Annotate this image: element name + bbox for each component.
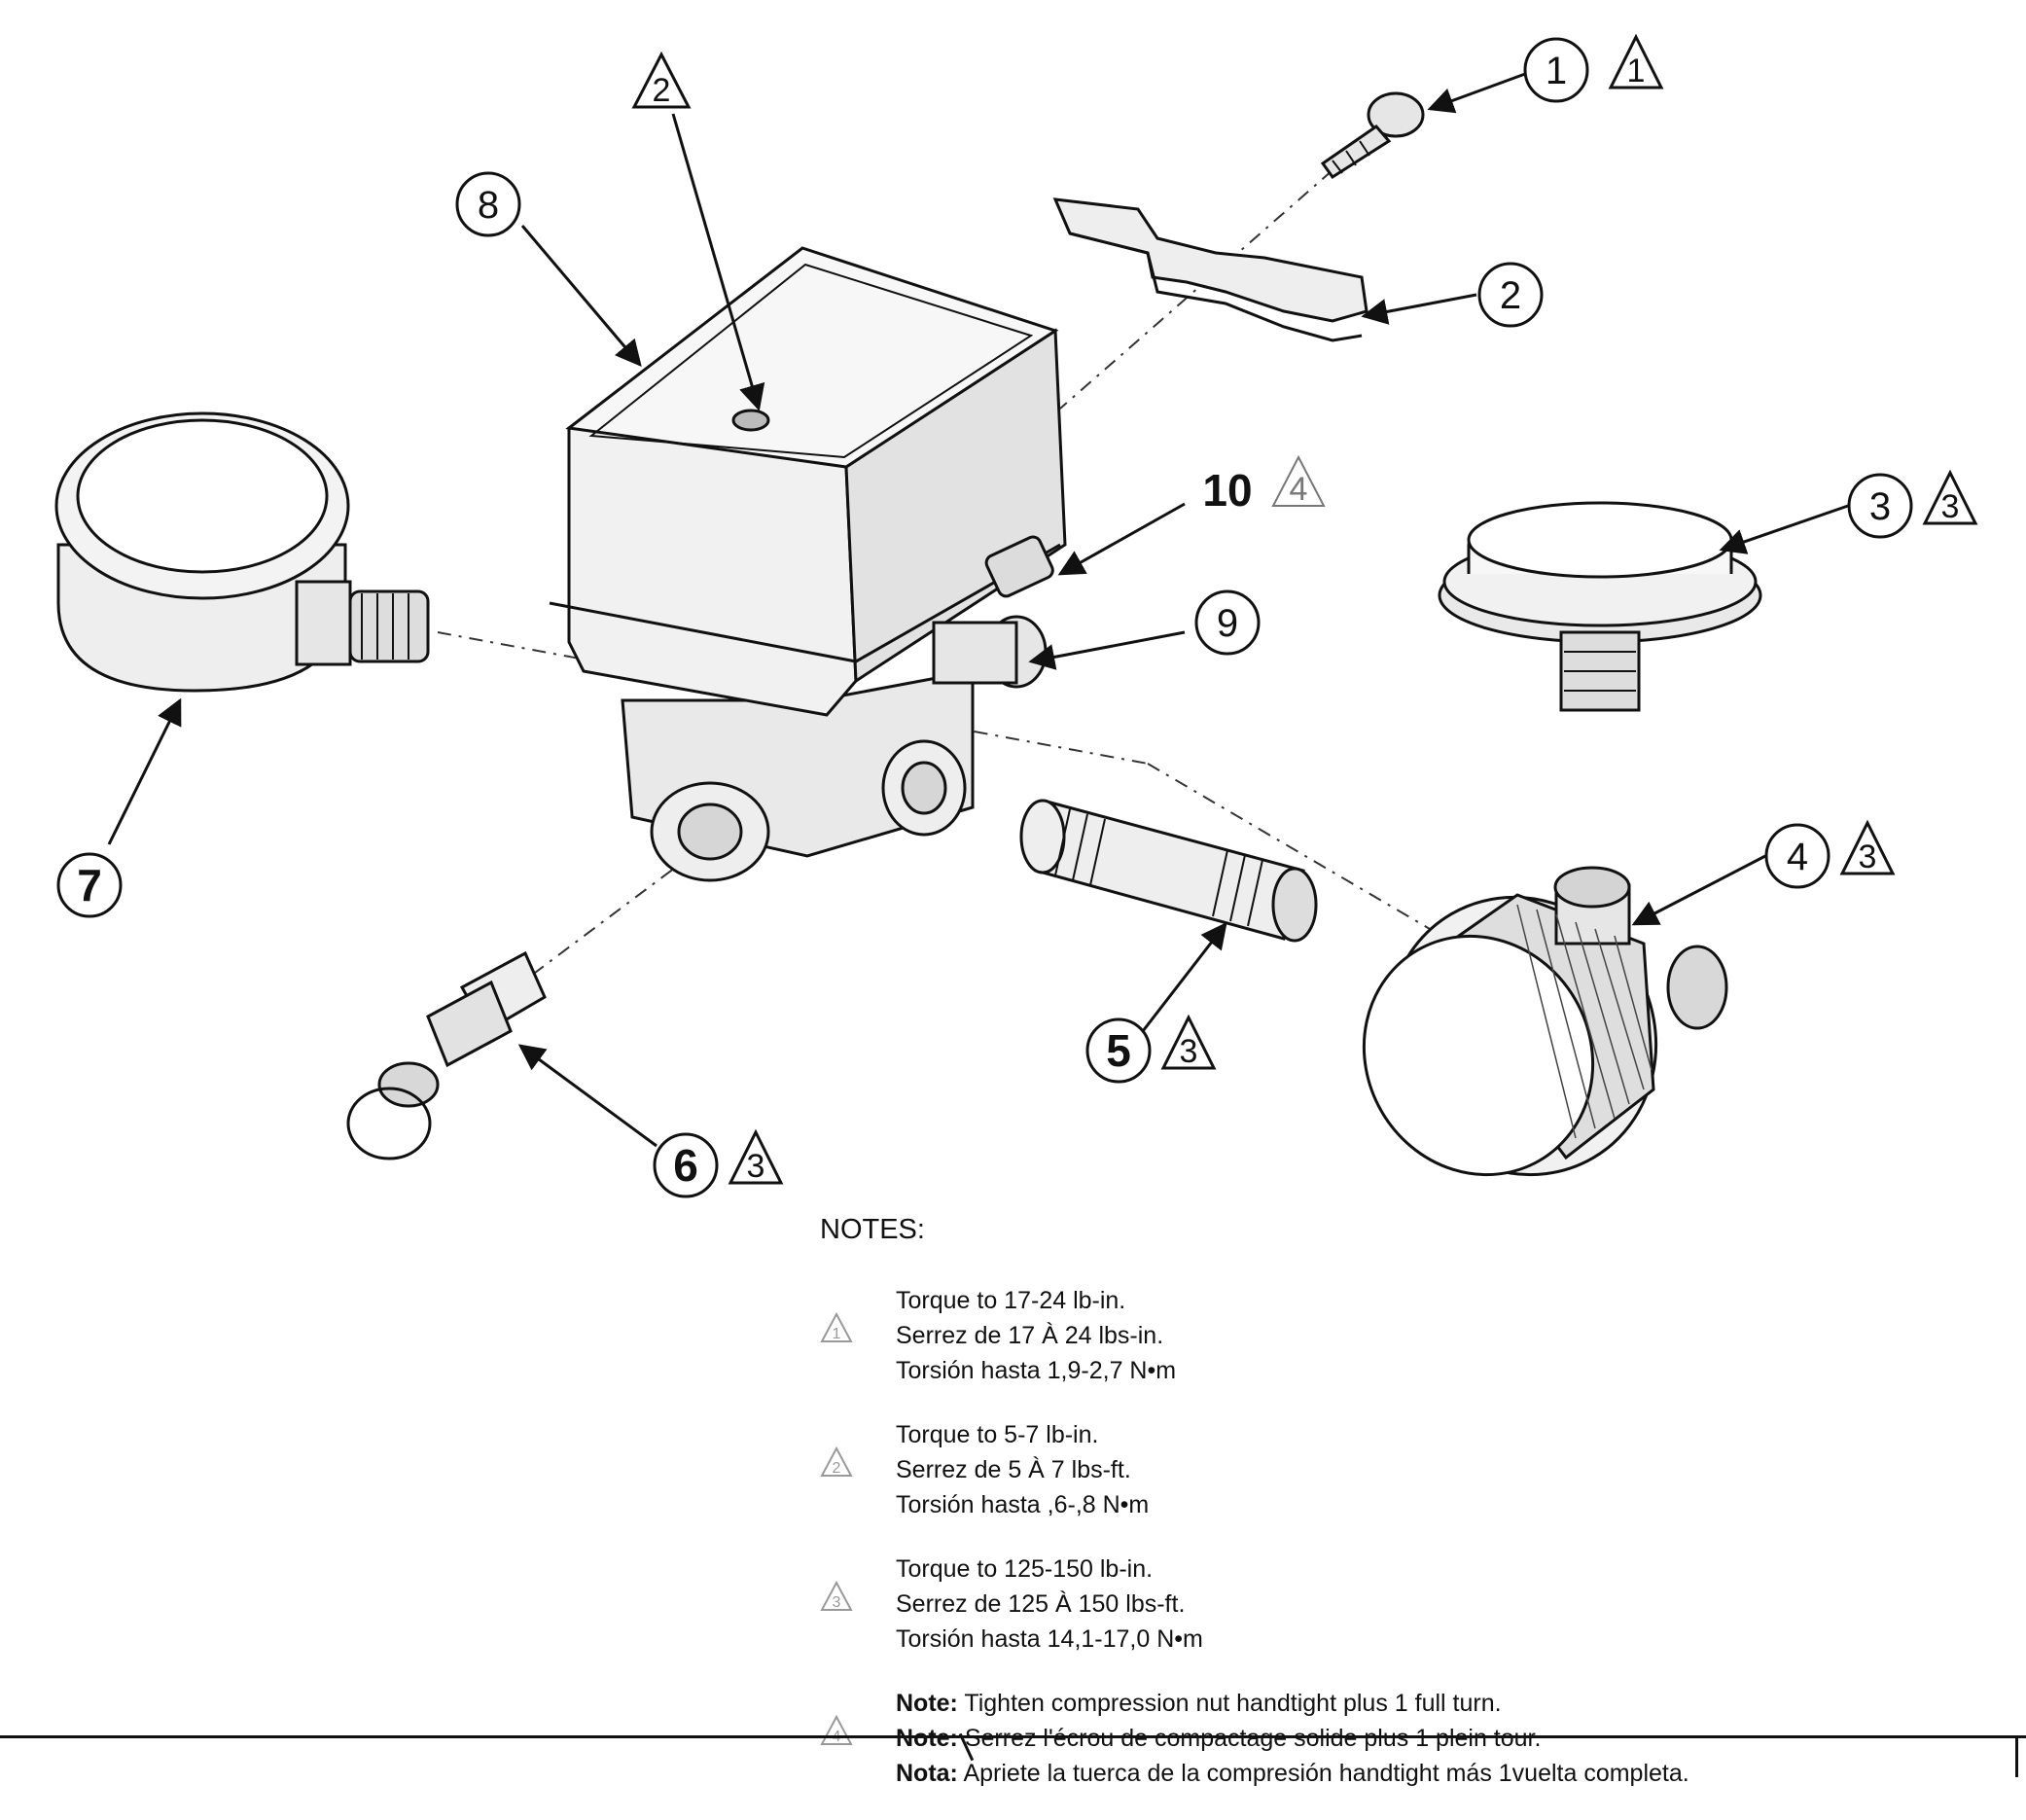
svg-text:1: 1 xyxy=(1627,53,1646,89)
callout-5: 5 3 xyxy=(1085,1014,1217,1084)
note-text: Serrez l'écrou de compactage solide plus… xyxy=(957,1725,1542,1752)
svg-text:1: 1 xyxy=(1546,50,1567,92)
leader-lines xyxy=(107,72,1849,1148)
svg-text:2: 2 xyxy=(1500,274,1521,317)
note-line: Note: Tighten compression nut handtight … xyxy=(896,1686,1987,1721)
note-line: Torque to 125-150 lb-in. xyxy=(896,1555,1154,1583)
callout-7: 7 xyxy=(56,852,123,918)
svg-text:3: 3 xyxy=(833,1594,841,1611)
warning-triangle-3-icon: 3 xyxy=(820,1581,853,1612)
pressure-switch-part xyxy=(549,246,1067,882)
note-line: Serrez de 5 À 7 lbs-ft. xyxy=(896,1456,1131,1483)
svg-text:3: 3 xyxy=(1941,488,1960,525)
note-line: Torque to 17-24 lb-in. xyxy=(896,1287,1126,1314)
note-label: Note: xyxy=(896,1725,958,1752)
frame-right-edge xyxy=(2015,1738,2018,1777)
note-torque-3: 3 Torque to 125-150 lb-in. Serrez de 125… xyxy=(820,1552,1987,1657)
note-line: Torsión hasta 14,1-17,0 N•m xyxy=(896,1625,1203,1653)
callout-2: 2 xyxy=(1477,262,1544,328)
note-line: Serrez de 17 À 24 lbs-in. xyxy=(896,1322,1164,1349)
screw-part xyxy=(1320,91,1425,180)
note-label: Note: xyxy=(896,1690,958,1717)
note-line: Serrez de 125 À 150 lbs-ft. xyxy=(896,1590,1186,1618)
warning-triangle-1-icon: 1 xyxy=(820,1312,853,1343)
notes-heading: NOTES: xyxy=(820,1214,925,1245)
callout-3: 3 3 xyxy=(1847,469,1978,539)
svg-text:4: 4 xyxy=(1290,471,1308,508)
svg-text:4: 4 xyxy=(1787,836,1808,878)
svg-text:3: 3 xyxy=(1859,839,1877,875)
note-line: Torsión hasta 1,9-2,7 N•m xyxy=(896,1357,1177,1384)
svg-text:8: 8 xyxy=(478,184,499,227)
top-warning-triangle: 2 xyxy=(631,51,692,109)
svg-text:7: 7 xyxy=(77,860,102,910)
svg-text:5: 5 xyxy=(1106,1025,1131,1076)
air-filter-cap-part xyxy=(1438,501,1762,712)
intake-filter-part xyxy=(1362,866,1728,1177)
exploded-parts-diagram: 1 1 2 3 3 4 3 5 3 6 3 7 8 9 xyxy=(54,33,1978,1198)
bottom-frame-border xyxy=(0,1732,2026,1777)
svg-text:3: 3 xyxy=(1869,485,1891,528)
frame-divider xyxy=(958,1732,975,1762)
note-torque-1: 1 Torque to 17-24 lb-in. Serrez de 17 À … xyxy=(820,1283,1987,1388)
callout-4: 4 3 xyxy=(1764,819,1896,889)
svg-text:2: 2 xyxy=(833,1460,841,1477)
callout-1: 1 1 xyxy=(1523,33,1664,103)
svg-text:10: 10 xyxy=(1202,465,1252,516)
note-torque-2: 2 Torque to 5-7 lb-in. Serrez de 5 À 7 l… xyxy=(820,1417,1987,1522)
note-text: Tighten compression nut handtight plus 1… xyxy=(957,1690,1502,1717)
svg-text:6: 6 xyxy=(673,1140,698,1191)
pipe-nipple-part xyxy=(1019,799,1318,943)
pressure-gauge-part xyxy=(54,411,430,693)
warning-triangle-2-icon: 2 xyxy=(820,1446,853,1478)
note-line: Note: Serrez l'écrou de compactage solid… xyxy=(896,1721,1987,1756)
callout-9: 9 xyxy=(1194,589,1261,656)
note-line: Torsión hasta ,6-,8 N•m xyxy=(896,1491,1150,1518)
callout-10: 10 4 xyxy=(1202,454,1326,516)
svg-text:2: 2 xyxy=(653,72,671,109)
bracket-part xyxy=(1052,197,1368,342)
safety-valve-part xyxy=(346,950,547,1160)
svg-text:9: 9 xyxy=(1217,602,1238,645)
callout-8: 8 xyxy=(455,171,521,237)
svg-text:1: 1 xyxy=(833,1326,841,1342)
note-line: Torque to 5-7 lb-in. xyxy=(896,1421,1099,1448)
svg-text:3: 3 xyxy=(1180,1033,1198,1070)
svg-text:3: 3 xyxy=(747,1148,765,1185)
callout-6: 6 3 xyxy=(653,1128,784,1198)
notes-section: NOTES: 1 Torque to 17-24 lb-in. Serrez d… xyxy=(820,1214,1987,1820)
